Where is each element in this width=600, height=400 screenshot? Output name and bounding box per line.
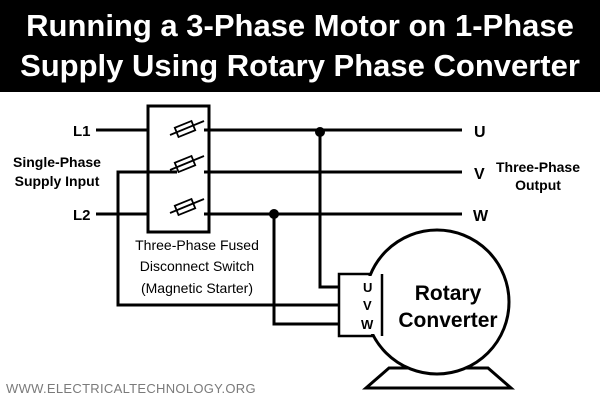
output-label-line-2: Output bbox=[515, 177, 561, 193]
fuse-2-link bbox=[169, 155, 205, 171]
converter-base bbox=[361, 366, 516, 390]
fuse-1-link bbox=[169, 120, 205, 136]
output-w-label: W bbox=[473, 208, 489, 225]
output-v-label: V bbox=[474, 166, 485, 183]
wire-u-tap bbox=[318, 132, 343, 289]
supply-l2-label: L2 bbox=[73, 207, 91, 224]
wire-v-feed bbox=[116, 170, 343, 307]
title-banner: Running a 3-Phase Motor on 1-Phase Suppl… bbox=[0, 0, 600, 92]
watermark: WWW.ELECTRICALTECHNOLOGY.ORG bbox=[6, 381, 256, 396]
title-line-1: Running a 3-Phase Motor on 1-Phase bbox=[26, 8, 574, 43]
terminal-box-cover bbox=[352, 276, 380, 334]
output-label-line-1: Three-Phase bbox=[496, 159, 580, 175]
converter-label-line-2: Converter bbox=[398, 309, 497, 332]
junction-w bbox=[269, 209, 279, 219]
output-u-label: U bbox=[474, 124, 486, 141]
converter-label-line-1: Rotary bbox=[415, 282, 482, 305]
terminal-w-label: W bbox=[361, 317, 374, 332]
wire-w-tap bbox=[272, 214, 343, 326]
fuse-3-link bbox=[169, 198, 205, 214]
switch-caption-line-2: Disconnect Switch bbox=[140, 258, 254, 274]
supply-l1-label: L1 bbox=[73, 123, 91, 140]
switch-caption-line-1: Three-Phase Fused bbox=[135, 237, 259, 253]
supply-label-line-1: Single-Phase bbox=[13, 154, 101, 170]
junction-u bbox=[315, 127, 325, 137]
supply-label-line-2: Supply Input bbox=[15, 173, 100, 189]
terminal-v-label: V bbox=[363, 298, 372, 313]
switch-caption-line-3: (Magnetic Starter) bbox=[141, 280, 253, 296]
terminal-u-label: U bbox=[363, 280, 372, 295]
title-line-2: Supply Using Rotary Phase Converter bbox=[20, 48, 580, 83]
